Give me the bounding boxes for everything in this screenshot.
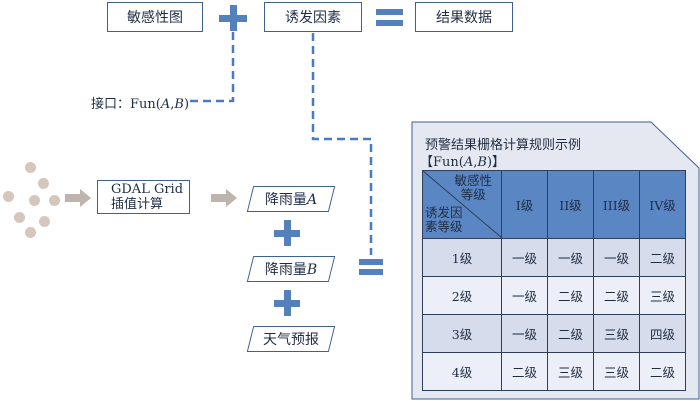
- table-header-row: 敏感性等级 诱发因素等级 I级 II级 III级 IV级: [422, 170, 686, 239]
- rainfall-b-label: 降雨量: [264, 262, 307, 278]
- column-header: IV级: [639, 170, 686, 239]
- table-cell: 二级: [501, 352, 548, 391]
- interpolation-line1: GDAL Grid: [111, 182, 184, 197]
- interpolation-line2: 插值计算: [111, 197, 164, 212]
- equals-operator-icon: [359, 259, 383, 275]
- table-row: 1级 一级 一级 一级 二级: [422, 238, 686, 277]
- table-cell: 二级: [639, 238, 686, 277]
- table-row: 3级 一级 二级 三级 四级: [422, 314, 686, 353]
- table-cell: 二级: [547, 314, 594, 353]
- interface-dashed-line: [190, 32, 235, 103]
- point-dot: [39, 216, 50, 227]
- table-cell: 一级: [593, 238, 640, 277]
- table-cell: 二级: [547, 276, 594, 315]
- plus-operator-icon: [219, 5, 247, 31]
- trigger-factor-box: 诱发因素: [264, 2, 362, 32]
- point-dot: [29, 195, 40, 206]
- point-dot: [3, 191, 14, 202]
- table-cell: 二级: [593, 276, 640, 315]
- corner-diagonal: [423, 171, 502, 238]
- weather-forecast-label: 天气预报: [263, 332, 319, 348]
- corner-bottom-line1: 诱发因: [425, 205, 463, 220]
- arrow-right-icon: [65, 189, 91, 207]
- sensitivity-map-box: 敏感性图: [107, 2, 203, 32]
- corner-top-line2: 等级: [460, 187, 486, 202]
- rainfall-b-var: B: [306, 262, 318, 278]
- interpolation-box: GDAL Grid 插值计算: [97, 180, 190, 214]
- column-header: III级: [593, 170, 640, 239]
- factor-dashed-line: [311, 33, 373, 255]
- corner-top-line1: 敏感性: [454, 173, 492, 188]
- arrow-right-icon: [211, 189, 237, 207]
- table-cell: 一级: [501, 276, 548, 315]
- row-header: 4级: [422, 352, 502, 391]
- table-cell: 三级: [593, 314, 640, 353]
- point-dot: [14, 212, 25, 223]
- point-dot: [38, 178, 49, 189]
- result-data-box: 结果数据: [415, 2, 513, 32]
- panel-subtitle: 【Fun(A,B)】: [420, 155, 506, 170]
- table-cell: 三级: [547, 352, 594, 391]
- table-cell: 三级: [639, 276, 686, 315]
- column-header: I级: [501, 170, 548, 239]
- table-cell: 二级: [639, 352, 686, 391]
- panel-title: 预警结果栅格计算规则示例: [425, 138, 582, 153]
- table-cell: 三级: [593, 352, 640, 391]
- point-dot: [49, 195, 60, 206]
- row-header: 3级: [422, 314, 502, 353]
- rainfall-a-label: 降雨量: [264, 192, 307, 208]
- table-row: 4级 二级 三级 三级 二级: [422, 352, 686, 391]
- point-dot: [25, 227, 36, 238]
- rules-table: 敏感性等级 诱发因素等级 I级 II级 III级 IV级 1级 一级 一级 一级…: [422, 170, 686, 391]
- corner-bottom-line2: 素等级: [425, 219, 463, 234]
- row-header: 1级: [422, 238, 502, 277]
- row-header: 2级: [422, 276, 502, 315]
- point-dot: [25, 162, 36, 173]
- table-corner-cell: 敏感性等级 诱发因素等级: [422, 170, 502, 239]
- rainfall-b-box: 降雨量B: [250, 256, 332, 282]
- plus-operator-icon: [274, 220, 300, 246]
- rainfall-a-box: 降雨量A: [250, 186, 332, 212]
- rainfall-a-var: A: [306, 192, 318, 208]
- interface-label: 接口：Fun(A,B): [91, 97, 190, 112]
- result-data-label: 结果数据: [436, 10, 492, 26]
- table-cell: 一级: [501, 238, 548, 277]
- sensitivity-map-label: 敏感性图: [127, 10, 183, 26]
- table-cell: 四级: [639, 314, 686, 353]
- table-cell: 一级: [547, 238, 594, 277]
- equals-operator-icon: [376, 9, 403, 26]
- table-cell: 一级: [501, 314, 548, 353]
- weather-forecast-box: 天气预报: [250, 326, 332, 352]
- column-header: II级: [547, 170, 594, 239]
- trigger-factor-label: 诱发因素: [285, 10, 341, 26]
- plus-operator-icon: [274, 290, 300, 316]
- table-row: 2级 一级 二级 二级 三级: [422, 276, 686, 315]
